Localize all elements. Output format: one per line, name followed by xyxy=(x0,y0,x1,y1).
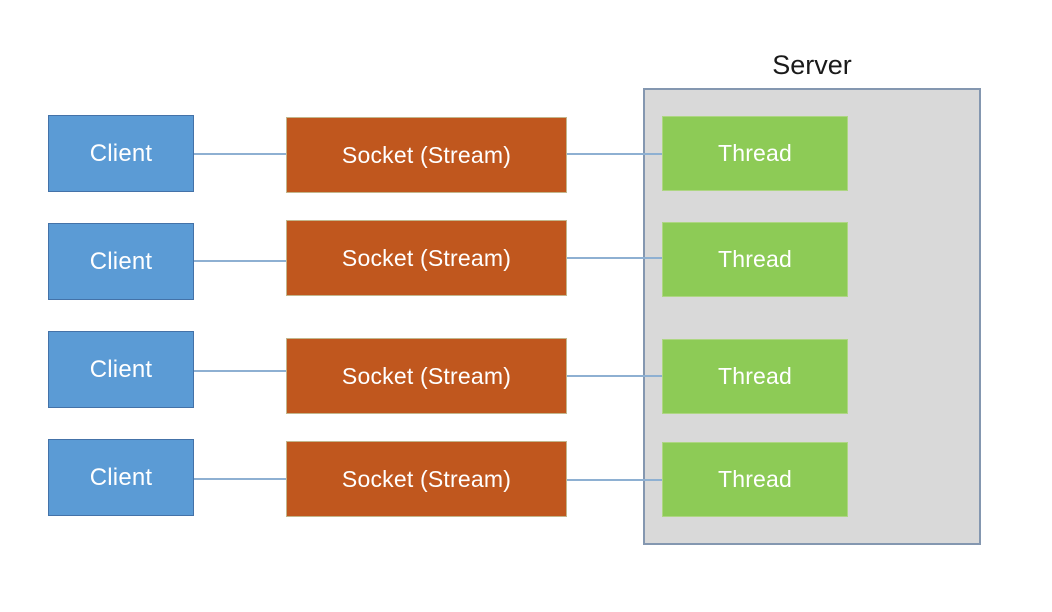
socket-box: Socket (Stream) xyxy=(286,338,567,414)
thread-box: Thread xyxy=(662,442,848,517)
connector-socket-thread xyxy=(566,375,664,377)
connector-socket-thread xyxy=(566,479,664,481)
socket-box: Socket (Stream) xyxy=(286,220,567,296)
client-box: Client xyxy=(48,331,194,408)
socket-box: Socket (Stream) xyxy=(286,441,567,517)
connector-client-socket xyxy=(193,478,287,480)
thread-box: Thread xyxy=(662,116,848,191)
client-box: Client xyxy=(48,439,194,516)
server-label: Server xyxy=(772,50,852,80)
connector-client-socket xyxy=(193,260,287,262)
client-box: Client xyxy=(48,115,194,192)
client-box: Client xyxy=(48,223,194,300)
socket-box: Socket (Stream) xyxy=(286,117,567,193)
connector-socket-thread xyxy=(566,257,664,259)
connector-socket-thread xyxy=(566,153,664,155)
connector-client-socket xyxy=(193,370,287,372)
thread-box: Thread xyxy=(662,339,848,414)
thread-box: Thread xyxy=(662,222,848,297)
connector-client-socket xyxy=(193,153,287,155)
